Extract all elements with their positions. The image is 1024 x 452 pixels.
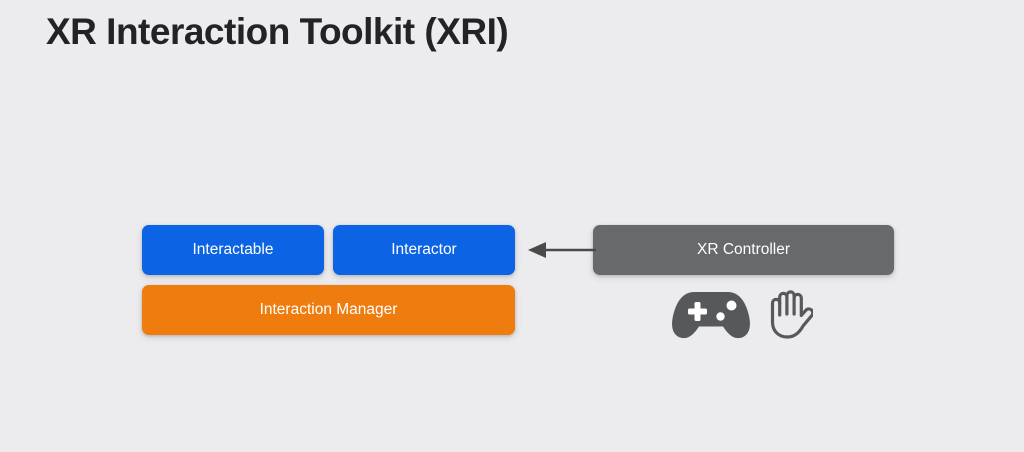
gamepad-icon — [672, 292, 750, 339]
node-interaction-manager[interactable]: Interaction Manager — [142, 285, 515, 335]
controller-icon-row — [660, 284, 830, 342]
node-xr-controller-label: XR Controller — [696, 241, 791, 259]
page-title: XR Interaction Toolkit (XRI) — [46, 11, 509, 52]
node-interactor[interactable]: Interactor — [333, 225, 515, 275]
node-interactable-label: Interactable — [192, 241, 274, 259]
node-interaction-manager-label: Interaction Manager — [259, 301, 398, 319]
node-interactor-label: Interactor — [391, 241, 457, 259]
hand-icon — [770, 290, 813, 339]
node-interactable[interactable]: Interactable — [142, 225, 324, 275]
arrow-left-icon — [528, 242, 596, 258]
node-xr-controller[interactable]: XR Controller — [593, 225, 894, 275]
